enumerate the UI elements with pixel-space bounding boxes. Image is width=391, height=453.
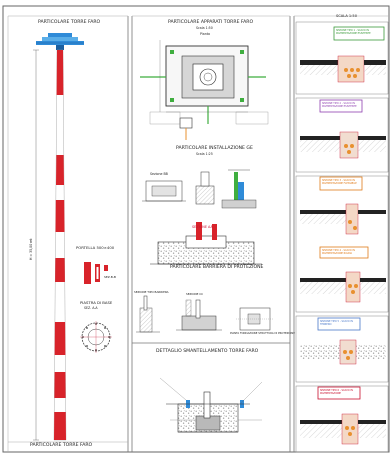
section-panels xyxy=(295,21,389,453)
foundation-plan xyxy=(140,40,269,140)
door-detail xyxy=(84,262,108,284)
base-title: PIASTRA DI BASE xyxy=(80,300,113,305)
sections-header: SCALA 1:50 xyxy=(336,14,358,18)
section-tag-6: SEZIONE TIPO 6 - SCAVO IN PAVIMENTAZIONE xyxy=(320,389,353,395)
section-tag-3: SEZIONE TIPO 3 - SCAVO IN PAVIMENTAZIONE… xyxy=(322,179,357,185)
door-title: PORTELLA 500×400 xyxy=(76,245,115,250)
foundation-plan-label: Pianta xyxy=(200,32,210,36)
base-plate xyxy=(80,321,112,353)
dismantle-title: DETTAGLIO SMANTELLAMENTO TORRE FARO xyxy=(156,349,259,354)
barrier-drawings xyxy=(136,295,274,333)
barrier-mid-label: SEZIONE CC xyxy=(186,292,204,296)
section-tag-5: SEZIONE TIPO 5 - SCAVO IN TERRENO xyxy=(320,320,353,326)
door-label: SEZ.B-B xyxy=(104,275,116,279)
section-tag-4: SEZIONE TIPO 4 - SCAVO IN PAVIMENTAZIONE… xyxy=(322,249,355,255)
foundation-title: PARTICOLARE APPARATI TORRE FARO xyxy=(168,20,254,25)
barrier-left-label: SEZIONE TIPO BARRIERA xyxy=(134,290,169,294)
base-subtitle: SEZ. A-A xyxy=(84,306,98,310)
foundation-scale: Scala 1:50 xyxy=(196,26,213,30)
ground-scale: Scala 1:25 xyxy=(196,152,213,156)
sheet-border xyxy=(2,5,390,453)
ground-section-aa: SEZIONE AA xyxy=(192,225,213,229)
barrier-title: PARTICOLARE BARRIERA DI PROTEZIONE xyxy=(170,265,264,270)
dismantle-drawing xyxy=(159,377,263,433)
lamp-head xyxy=(36,33,84,50)
tower-footer-title: PARTICOLARE TORRE FARO xyxy=(30,443,93,448)
barrier-right-label: PIANTA FONDAZIONE STRUTTURA DI PROTEZION… xyxy=(230,332,295,335)
section-tag-2: SEZIONE TIPO 2 - SCAVO IN PAVIMENTAZIONE… xyxy=(322,102,357,108)
section-tag-1: SEZIONE TIPO 1 - SCAVO IN PAVIMENTAZIONE… xyxy=(336,29,371,35)
ground-title: PARTICOLARE INSTALLAZIONE GE xyxy=(176,146,253,151)
pole-shaft xyxy=(53,49,67,441)
tower-drawing xyxy=(33,33,112,441)
tower-title: PARTICOLARE TORRE FARO xyxy=(38,20,101,25)
ground-installation xyxy=(142,169,262,265)
tower-height-dim: H = 35,00 mt xyxy=(29,238,33,260)
ground-section-bb: Sezione BB xyxy=(150,172,168,176)
